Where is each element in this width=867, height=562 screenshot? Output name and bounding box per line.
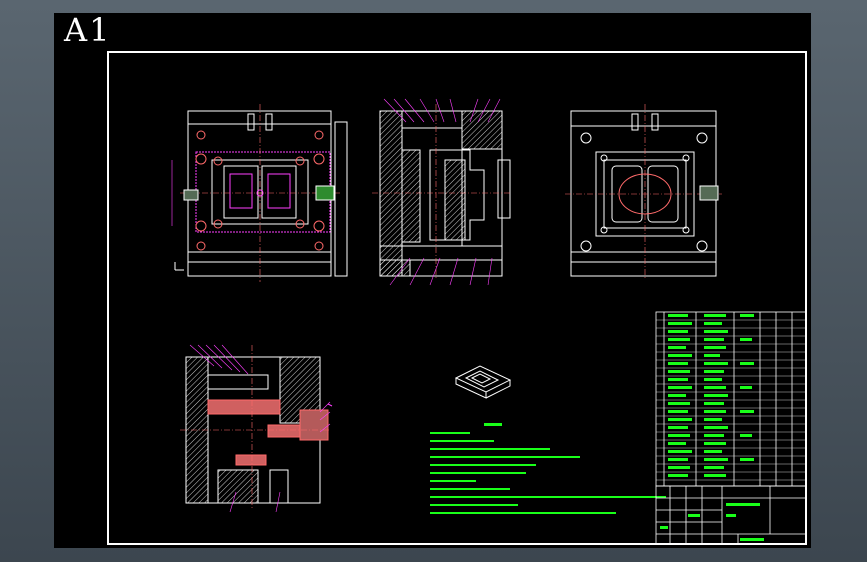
iso-part-view	[454, 365, 512, 399]
technical-notes	[430, 423, 666, 514]
mold-detail-section	[180, 344, 333, 513]
mold-section-view	[372, 98, 512, 286]
drawing-frame	[107, 51, 807, 545]
sheet-size-label: A1	[64, 11, 112, 49]
mold-plan-view	[171, 104, 348, 282]
title-block	[655, 485, 807, 545]
mold-cavity-view	[565, 104, 722, 280]
parts-list-table	[655, 311, 807, 487]
